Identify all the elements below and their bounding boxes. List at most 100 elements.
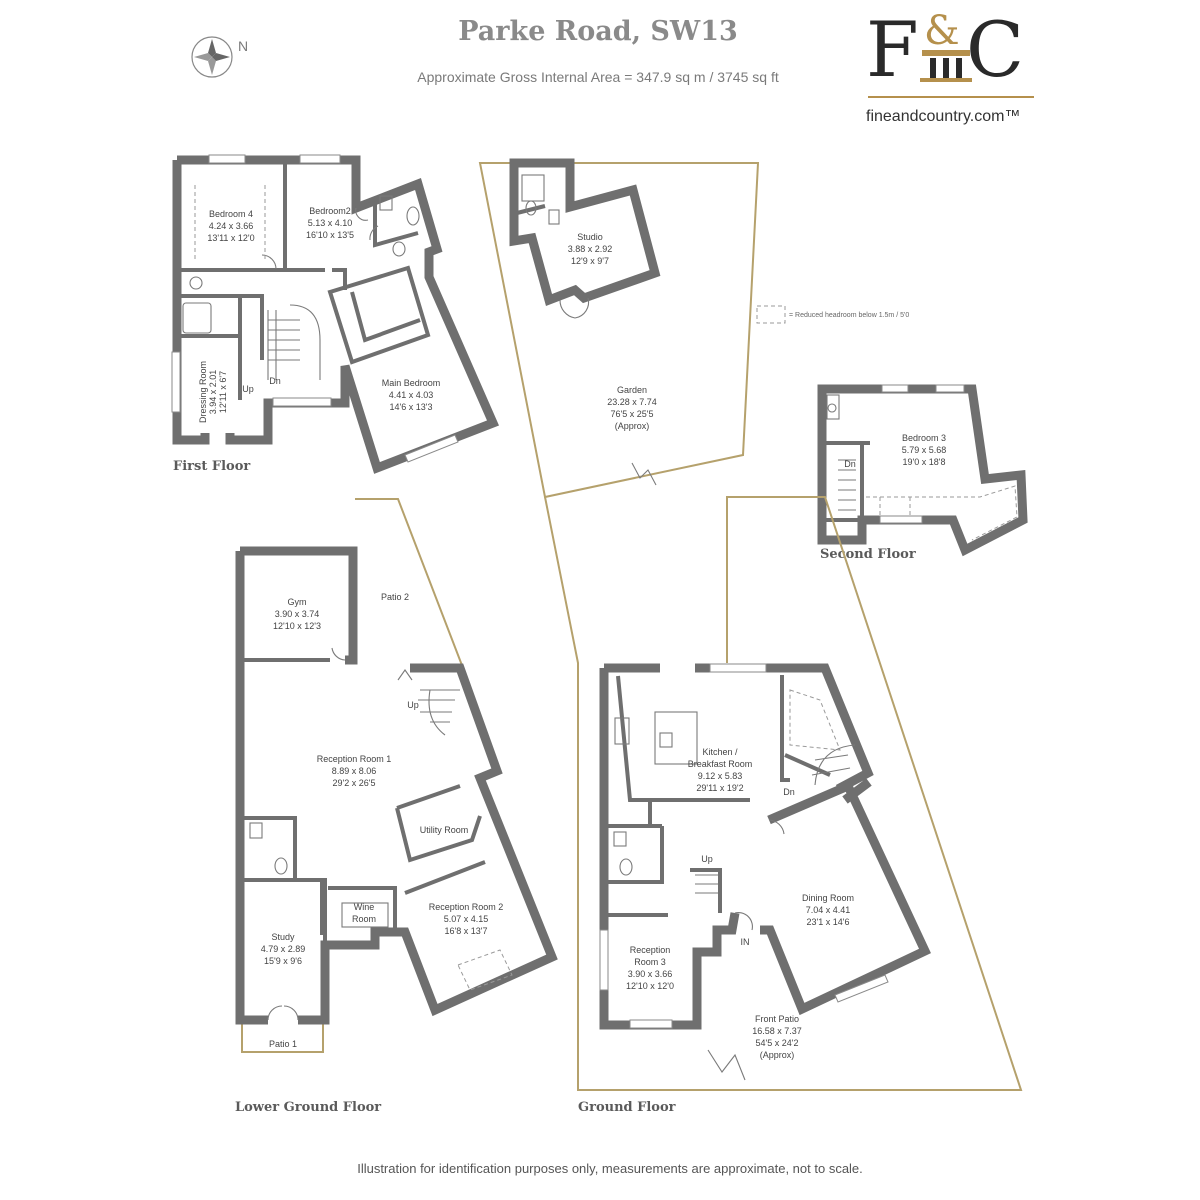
- door-swing-icon: [261, 207, 379, 270]
- column-icon: [920, 50, 972, 82]
- room-metric-kitchen: 9.12 x 5.83: [698, 771, 743, 781]
- disclaimer-footer: Illustration for identification purposes…: [357, 1161, 863, 1176]
- window: [709, 663, 767, 673]
- room-metric-dressing: 3.94 x 2.01: [208, 370, 218, 415]
- window: [629, 1019, 673, 1029]
- room-name-reception1: Reception Room 1: [317, 754, 392, 764]
- room-metric-bedroom3: 5.79 x 5.68: [902, 445, 947, 455]
- room-metric-reception3: 3.90 x 3.66: [628, 969, 673, 979]
- page-title: Parke Road, SW13: [458, 16, 738, 47]
- room-name-bedroom3: Bedroom 3: [902, 433, 946, 443]
- room-name-main-bedroom: Main Bedroom: [382, 378, 441, 388]
- room-name-patio1: Patio 1: [269, 1039, 297, 1049]
- gross-area-subtitle: Approximate Gross Internal Area = 347.9 …: [417, 69, 779, 85]
- door-swing-icon: [331, 647, 413, 681]
- room-imperial-main-bedroom: 14'6 x 13'3: [390, 402, 433, 412]
- room-name-reception3-line2: Room 3: [634, 957, 666, 967]
- reduced-headroom-legend: = Reduced headroom below 1.5m / 5'0: [789, 312, 909, 319]
- gate-icon: [631, 462, 657, 486]
- floor-label-lower-ground: Lower Ground Floor: [235, 1100, 381, 1115]
- room-name-study: Study: [271, 932, 295, 942]
- room-name-reception2: Reception Room 2: [429, 902, 504, 912]
- gate-icon: [707, 1049, 746, 1081]
- window: [935, 384, 965, 393]
- room-name-wine-line1: Wine: [354, 902, 375, 912]
- staircase-icon: [811, 744, 856, 786]
- logo-letter-c: C: [966, 5, 1024, 94]
- basin-icon: [613, 831, 627, 847]
- toilet-icon: [392, 241, 406, 257]
- room-imperial-bedroom4: 13'11 x 12'0: [207, 233, 254, 243]
- room-name-studio: Studio: [577, 232, 603, 242]
- room-metric-front-patio: 16.58 x 7.37: [752, 1026, 802, 1036]
- room-imperial-dining: 23'1 x 14'6: [807, 917, 850, 927]
- compass-icon: [191, 36, 233, 78]
- second-floor-plan: [817, 384, 1028, 557]
- stair-label-up-ground: Up: [701, 854, 713, 864]
- toilet-icon: [406, 206, 420, 226]
- room-imperial-reception3: 12'10 x 12'0: [626, 981, 674, 991]
- toilet-icon: [274, 857, 288, 875]
- door-swing-icon: [267, 1005, 299, 1021]
- room-metric-gym: 3.90 x 3.74: [275, 609, 320, 619]
- room-metric-reception1: 8.89 x 8.06: [332, 766, 377, 776]
- room-metric-main-bedroom: 4.41 x 4.03: [389, 390, 434, 400]
- hob-icon: [614, 717, 630, 745]
- toilet-icon: [619, 858, 633, 876]
- room-imperial-reception1: 29'2 x 26'5: [333, 778, 376, 788]
- sink-icon: [659, 732, 673, 748]
- ground-floor-plan: [544, 496, 1023, 1091]
- staircase-icon: [267, 304, 321, 380]
- toilet-icon: [525, 200, 537, 216]
- room-imperial-gym: 12'10 x 12'3: [273, 621, 321, 631]
- wine-rack-icon: [341, 902, 389, 928]
- room-metric-bedroom2: 5.13 x 4.10: [308, 218, 353, 228]
- room-note-front-patio: (Approx): [760, 1050, 795, 1060]
- window: [599, 929, 609, 991]
- room-imperial-garden: 76'5 x 25'5: [611, 409, 654, 419]
- room-imperial-studio: 12'9 x 9'7: [571, 256, 609, 266]
- room-metric-dining: 7.04 x 4.41: [806, 905, 851, 915]
- window: [171, 351, 181, 413]
- bathtub-icon: [826, 394, 840, 420]
- entrance-label: IN: [741, 937, 750, 947]
- room-metric-bedroom4: 4.24 x 3.66: [209, 221, 254, 231]
- room-name-patio2: Patio 2: [381, 592, 409, 602]
- room-name-dressing: Dressing Room: [198, 361, 208, 423]
- logo-ampersand: &: [924, 8, 960, 54]
- room-imperial-study: 15'9 x 9'6: [264, 956, 302, 966]
- door-swing-icon: [559, 297, 590, 319]
- room-name-bedroom4: Bedroom 4: [209, 209, 253, 219]
- room-metric-garden: 23.28 x 7.74: [607, 397, 657, 407]
- staircase-icon: [838, 459, 856, 511]
- reduced-headroom-swatch: [756, 305, 786, 324]
- room-imperial-bedroom3: 19'0 x 18'8: [903, 457, 946, 467]
- room-name-front-patio: Front Patio: [755, 1014, 799, 1024]
- floor-label-first: First Floor: [173, 459, 250, 474]
- window: [879, 515, 923, 524]
- kitchen-island-icon: [654, 711, 698, 765]
- room-imperial-kitchen: 29'11 x 19'2: [696, 783, 743, 793]
- lower-ground-floor-plan: [235, 498, 558, 1053]
- room-imperial-reception2: 16'8 x 13'7: [445, 926, 488, 936]
- room-name-utility: Utility Room: [420, 825, 469, 835]
- basin-icon: [189, 276, 203, 290]
- room-name-kitchen-line2: Breakfast Room: [688, 759, 753, 769]
- room-name-dining: Dining Room: [802, 893, 854, 903]
- basin-icon: [827, 403, 837, 413]
- staircase-icon: [418, 689, 460, 736]
- room-name-gym: Gym: [288, 597, 307, 607]
- room-metric-study: 4.79 x 2.89: [261, 944, 306, 954]
- stair-label-up-lower: Up: [407, 700, 419, 710]
- door-swing-icon: [734, 819, 785, 931]
- window: [881, 384, 909, 393]
- room-metric-reception2: 5.07 x 4.15: [444, 914, 489, 924]
- staircase-icon: [695, 874, 718, 894]
- stair-label-dn: Dn: [269, 376, 281, 386]
- stair-label-dn-second: Dn: [844, 459, 856, 469]
- stair-label-up: Up: [242, 384, 254, 394]
- room-name-bedroom2: Bedroom2: [309, 206, 351, 216]
- floor-label-second: Second Floor: [820, 547, 916, 562]
- garden-plan: [478, 158, 760, 499]
